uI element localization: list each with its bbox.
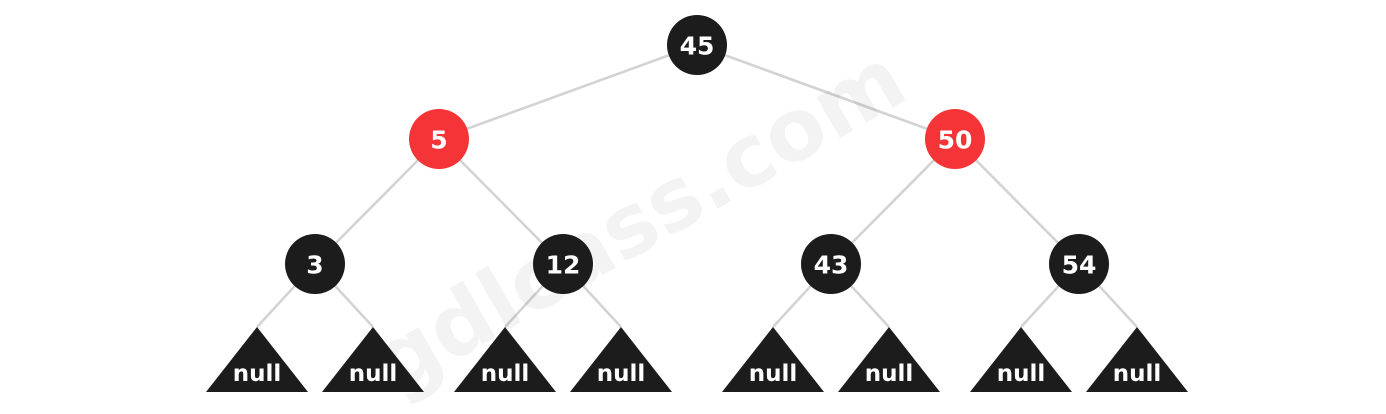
null-leaf: null [970,327,1072,392]
null-leaf-triangle [570,327,672,392]
node-circle-red [409,109,469,169]
null-leaf-triangle [454,327,556,392]
node-circle-black [667,15,727,75]
null-leaf: null [206,327,308,392]
node-value-label: 3 [306,251,323,280]
null-leaf-label: null [481,361,530,387]
tree-edge [696,43,956,141]
null-leaf-label: null [997,361,1046,387]
node-circle-black [285,234,345,294]
node-circle-red [925,109,985,169]
node-value-label: 12 [546,251,581,280]
null-leaf-triangle [1086,327,1188,392]
null-leaf-label: null [597,361,646,387]
null-leaf-triangle [722,327,824,392]
node-value-label: 54 [1062,251,1097,280]
null-leaf-label: null [1113,361,1162,387]
node-circle-black [1049,234,1109,294]
null-leaf-label: null [865,361,914,387]
null-leaf-triangle [970,327,1072,392]
null-leaf-triangle [322,327,424,392]
null-leaf: null [1086,327,1188,392]
node-value-label: 43 [814,251,849,280]
null-leaf-label: null [749,361,798,387]
node-value-label: 45 [680,32,715,61]
tree-edge [438,43,698,141]
null-leaf: null [722,327,824,392]
tree-node-5: 5 [409,109,469,169]
tree-node-3: 3 [285,234,345,294]
null-leaf-triangle [206,327,308,392]
null-leaf: null [322,327,424,392]
tree-node-50: 50 [925,109,985,169]
node-circle-black [533,234,593,294]
tree-node-54: 54 [1049,234,1109,294]
tree-node-45: 45 [667,15,727,75]
node-circle-black [801,234,861,294]
node-value-label: 50 [938,126,973,155]
node-value-label: 5 [430,126,447,155]
tree-node-12: 12 [533,234,593,294]
null-leaf-label: null [233,361,282,387]
null-leaf: null [570,327,672,392]
null-leaf-label: null [349,361,398,387]
null-leaf: null [838,327,940,392]
null-leaf-triangle [838,327,940,392]
tree-node-43: 43 [801,234,861,294]
null-leaf: null [454,327,556,392]
nodes-layer: null null 3 null null 12 5 null null 43 null null 54… [206,15,1188,392]
